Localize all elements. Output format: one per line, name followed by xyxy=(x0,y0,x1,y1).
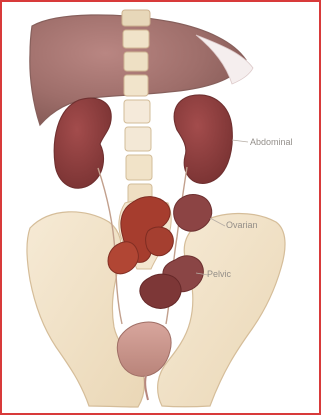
spine xyxy=(122,10,152,227)
label-abdominal: Abdominal xyxy=(250,137,293,147)
pelvic-organ-lower xyxy=(140,274,181,308)
label-ovary: Ovarian xyxy=(226,220,258,230)
leader-line-abdominal xyxy=(232,140,248,142)
right-kidney xyxy=(174,95,232,183)
left-kidney xyxy=(54,98,111,188)
urethra xyxy=(145,375,148,400)
central-organ-3 xyxy=(146,227,174,256)
label-pelvic: Pelvic xyxy=(207,269,232,279)
